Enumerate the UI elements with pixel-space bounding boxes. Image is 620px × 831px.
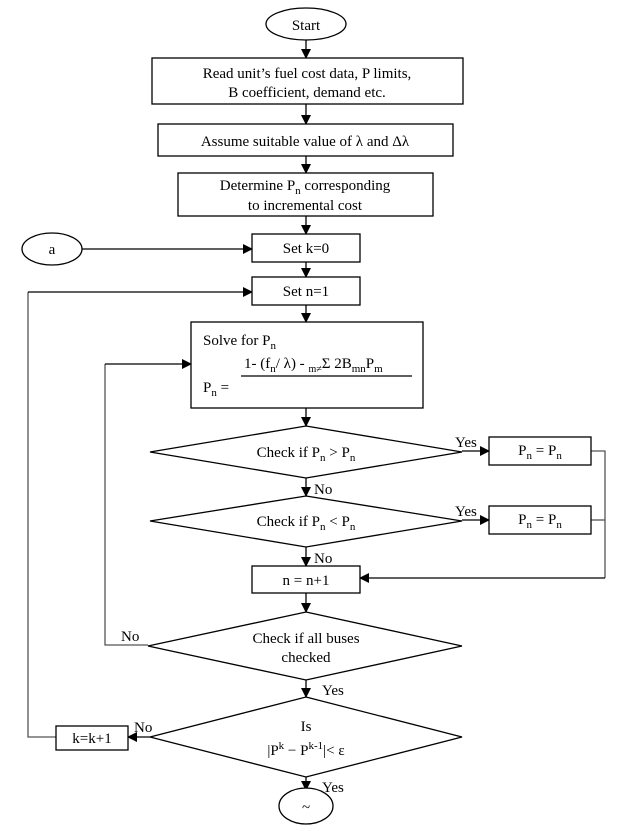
yes-label: Yes	[455, 435, 477, 451]
yes-label: Yes	[322, 683, 344, 699]
assume-lambda-box: Assume suitable value of λ and Δλ	[157, 123, 454, 157]
set-n-box: Set n=1	[251, 276, 361, 306]
loop-line	[27, 292, 56, 738]
svg-text:Pn = Pn: Pn = Pn	[518, 443, 562, 462]
no-label: No	[121, 629, 139, 645]
increment-n-box: n = n+1	[251, 565, 361, 594]
svg-text:k=k+1: k=k+1	[72, 731, 111, 747]
read-data-box: Read unit’s fuel cost data, P limits, B …	[151, 57, 464, 105]
end-terminal: ~	[278, 787, 334, 825]
check-max-decision: Check if Pn > Pn	[149, 425, 463, 479]
yes-label: Yes	[455, 504, 477, 520]
svg-text:Pn =: Pn =	[203, 380, 229, 399]
no-label: No	[314, 482, 332, 498]
svg-text:Check if Pn > Pn: Check if Pn > Pn	[257, 445, 356, 464]
svg-text:Determine Pn corresponding: Determine Pn corresponding	[220, 178, 391, 197]
svg-text:Start: Start	[292, 18, 321, 34]
svg-text:Set n=1: Set n=1	[283, 284, 329, 300]
svg-text:to incremental cost: to incremental cost	[248, 198, 363, 214]
loop-line	[104, 364, 148, 646]
check-buses-decision: Check if all buses checked	[147, 611, 463, 681]
svg-text:Is: Is	[301, 719, 312, 735]
connector-line	[591, 450, 606, 578]
svg-text:Assume suitable value of λ and: Assume suitable value of λ and Δλ	[201, 134, 410, 150]
svg-text:a: a	[49, 242, 56, 258]
determine-pn-box: Determine Pn corresponding to incrementa…	[177, 172, 434, 217]
no-label: No	[314, 551, 332, 567]
convergence-decision: Is |Pk − Pk-1|< ε	[149, 696, 463, 778]
svg-text:B coefficient, demand etc.: B coefficient, demand etc.	[228, 85, 386, 101]
svg-text:Check if all buses: Check if all buses	[252, 631, 359, 647]
svg-text:Pn = Pn: Pn = Pn	[518, 512, 562, 531]
increment-k-box: k=k+1	[55, 725, 129, 751]
svg-text:n = n+1: n = n+1	[283, 573, 330, 589]
connector-a: a	[21, 232, 83, 266]
svg-text:Read unit’s fuel cost data, P: Read unit’s fuel cost data, P limits,	[203, 66, 412, 82]
set-min-box: Pn = Pn	[488, 505, 592, 535]
svg-text:1- (fn/ λ) - m≠Σ 2BmnPm: 1- (fn/ λ) - m≠Σ 2BmnPm	[244, 356, 383, 375]
no-label: No	[134, 720, 152, 736]
solve-pn-box: Solve for Pn 1- (fn/ λ) - m≠Σ 2BmnPm Pn …	[190, 321, 424, 409]
svg-text:Set k=0: Set k=0	[283, 241, 329, 257]
svg-text:~: ~	[302, 800, 310, 816]
svg-text:checked: checked	[281, 650, 331, 666]
svg-text:|Pk − Pk-1|< ε: |Pk − Pk-1|< ε	[267, 740, 344, 759]
set-k-box: Set k=0	[251, 233, 361, 263]
svg-text:Check if Pn < Pn: Check if Pn < Pn	[257, 514, 356, 533]
start-terminal: Start	[265, 7, 347, 41]
yes-label: Yes	[322, 780, 344, 796]
set-max-box: Pn = Pn	[488, 436, 592, 466]
check-min-decision: Check if Pn < Pn	[149, 495, 463, 548]
svg-text:Solve for Pn: Solve for Pn	[203, 333, 277, 352]
